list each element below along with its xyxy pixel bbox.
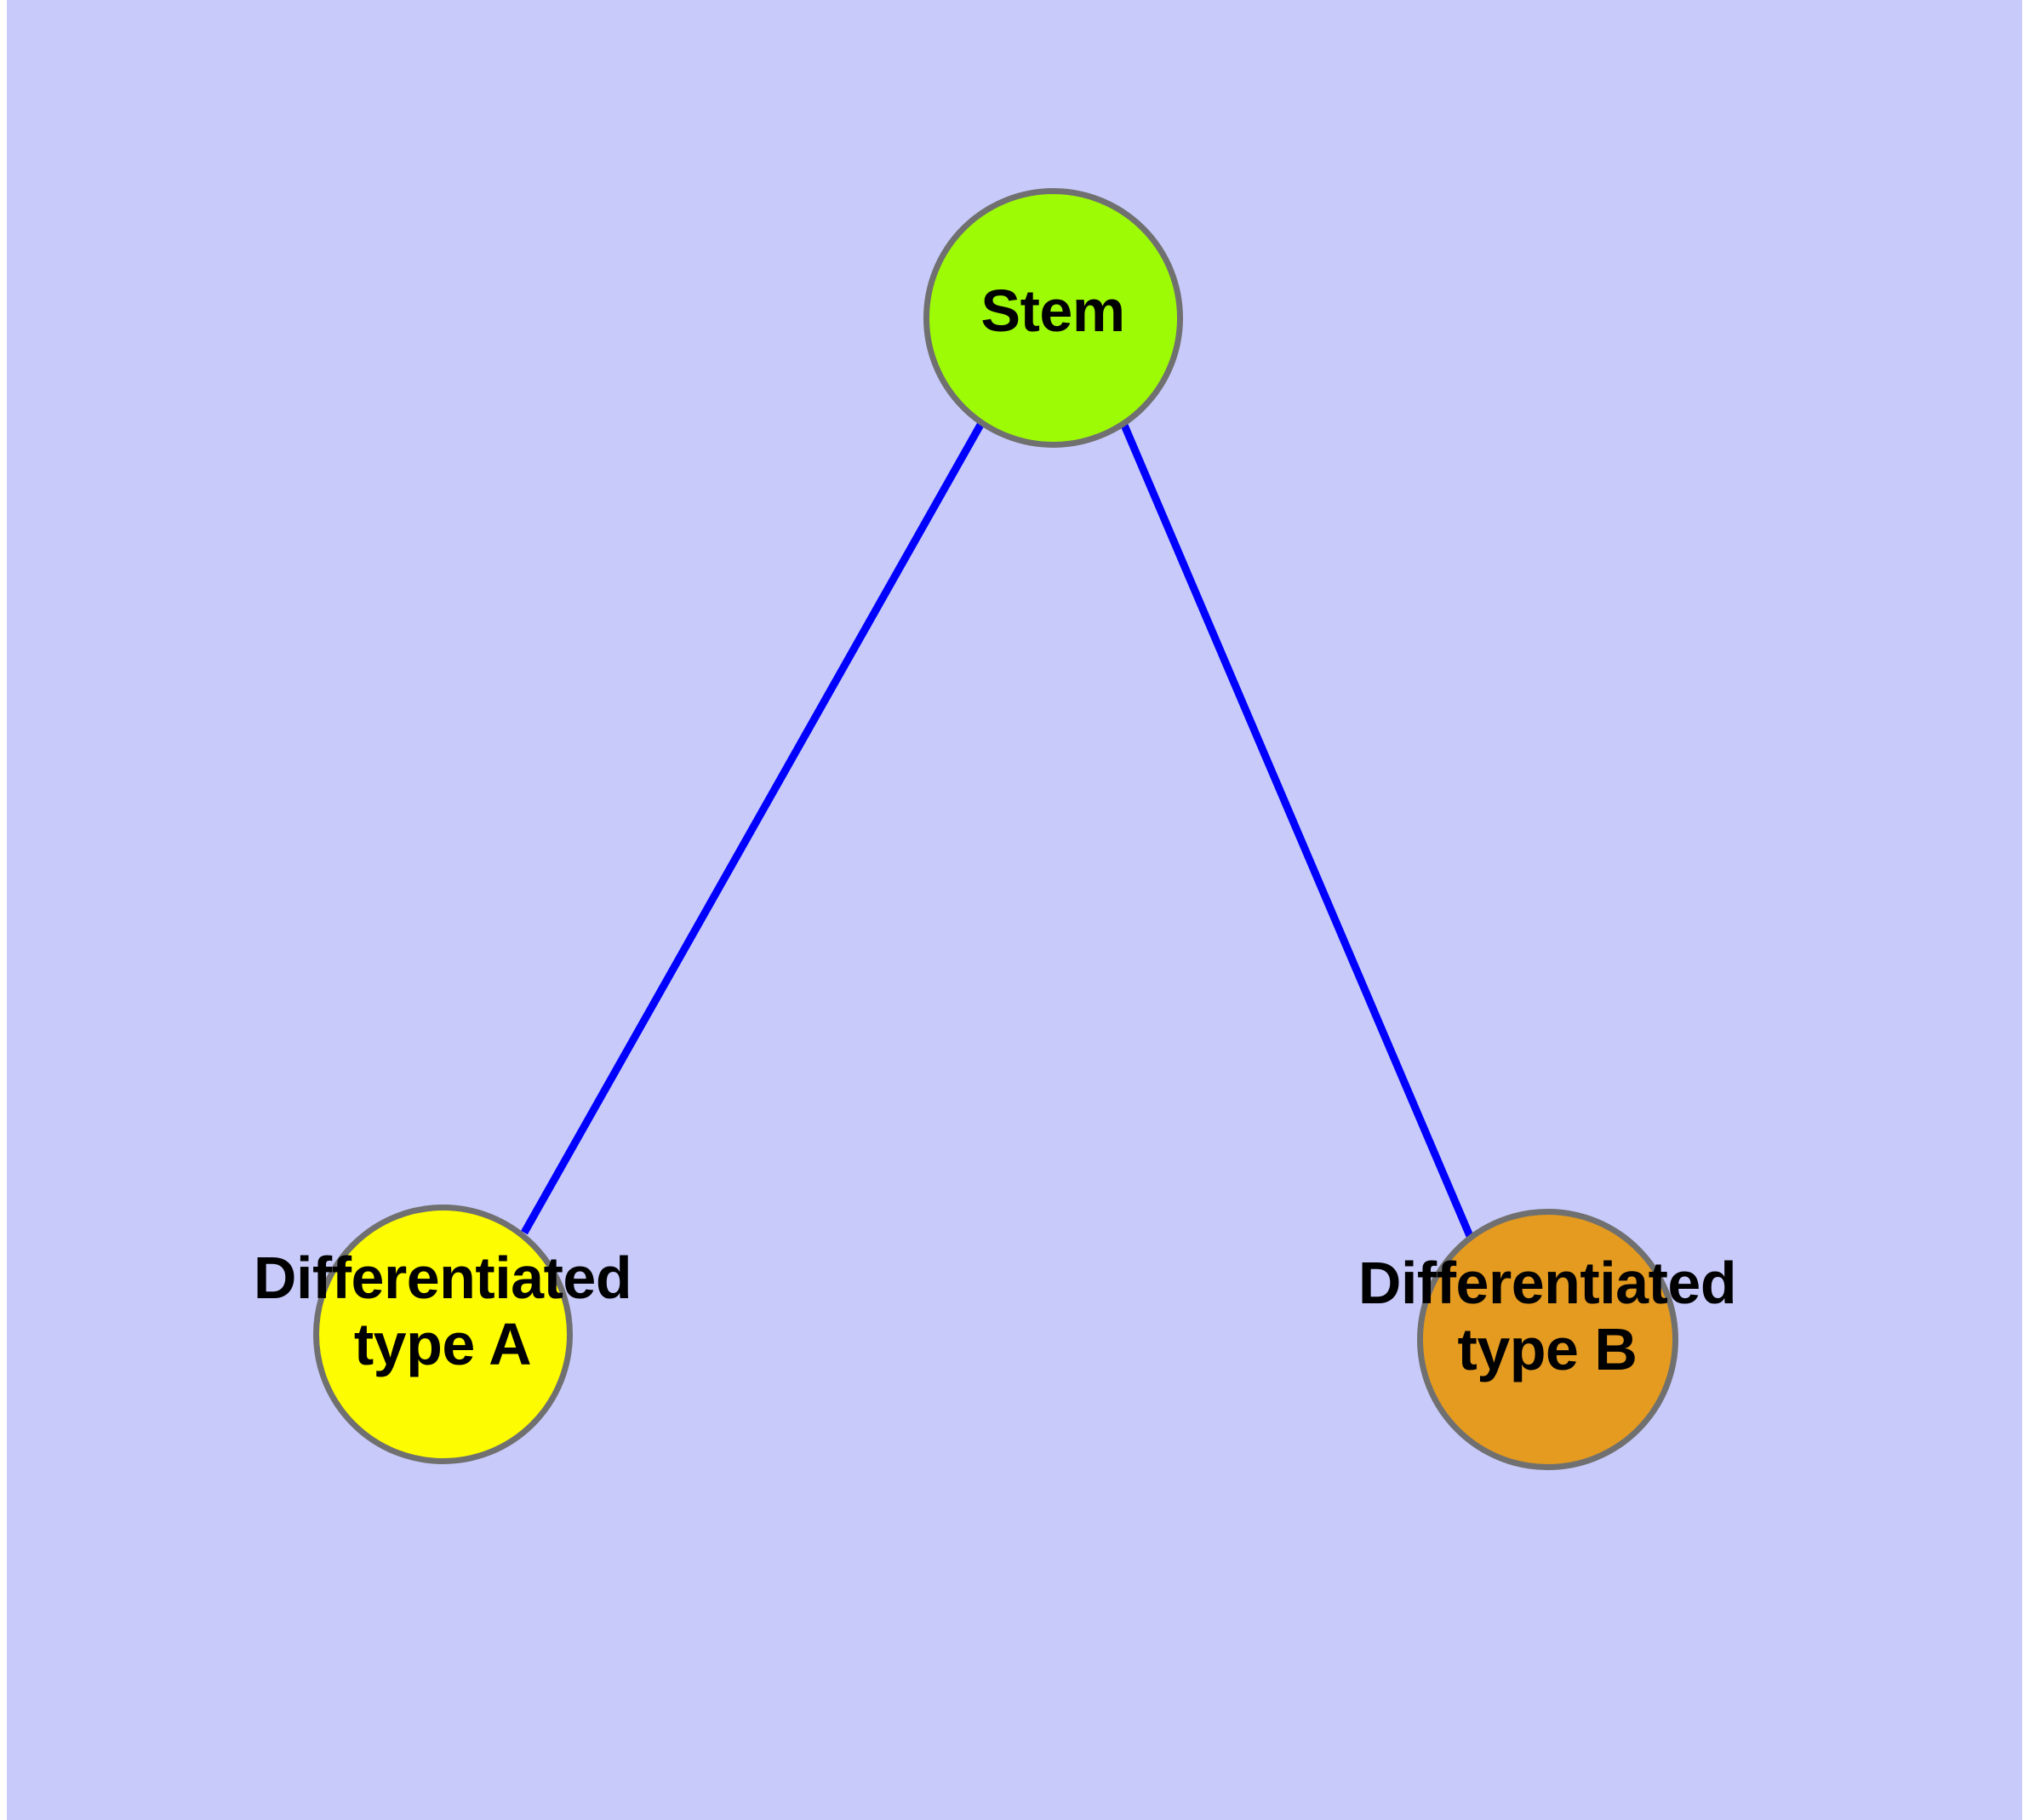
node-differentiated-type-a[interactable] <box>313 1205 573 1464</box>
node-stem[interactable] <box>923 188 1183 448</box>
edge-stem-to-differentiated-type-b <box>1119 421 1474 1238</box>
node-differentiated-type-b[interactable] <box>1417 1209 1678 1470</box>
edge-stem-to-differentiated-type-a <box>521 422 984 1235</box>
